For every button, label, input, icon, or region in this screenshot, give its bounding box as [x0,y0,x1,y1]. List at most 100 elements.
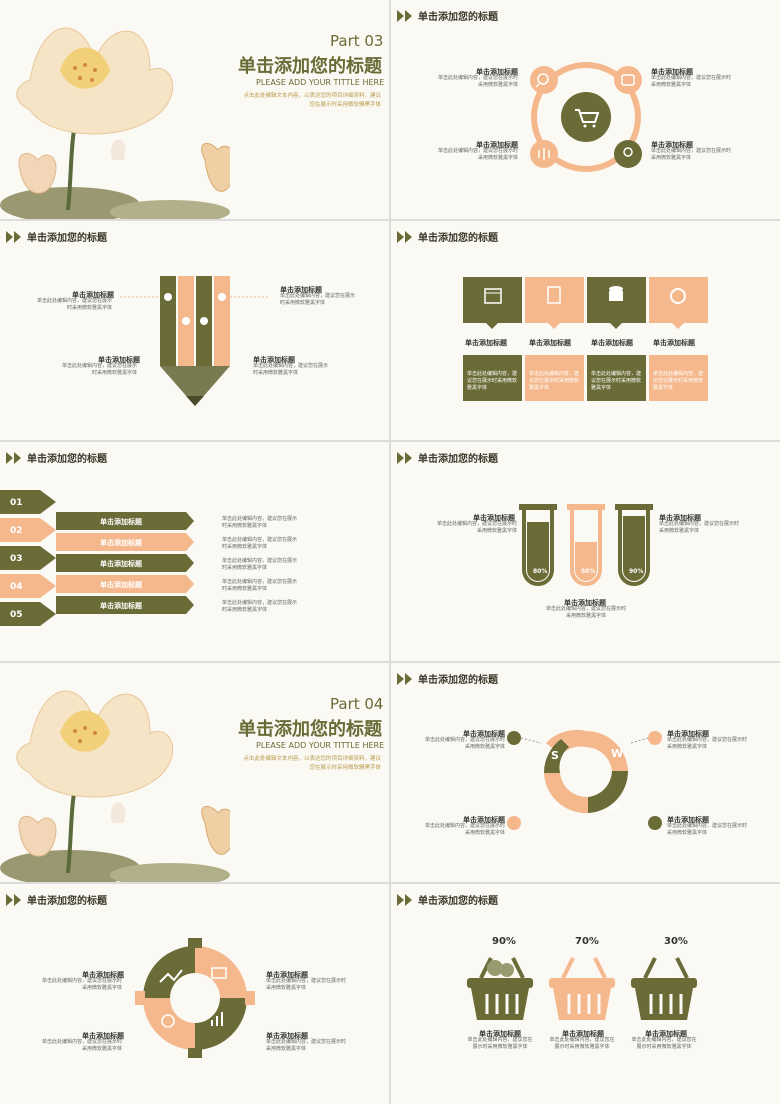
list-bars [0,490,194,626]
list-text-2: 单击此处编辑内容，建议您在展示时采用微软雅黑字体 [222,537,298,550]
text-4: 单击此处编辑内容，建议您在展示时采用微软雅黑字体 [253,363,329,376]
text-bl: 单击此处编辑内容，建议您在展示时采用微软雅黑字体 [437,148,518,161]
gear-label-bl: 单击添加标题 [82,1032,124,1040]
list-text-4: 单击此处编辑内容，建议您在展示时采用微软雅黑字体 [222,579,298,592]
text-1: 单击此处编辑内容，建议您在展示时采用微软雅黑字体 [36,298,112,311]
slide-part-03[interactable]: Part 03 单击添加您的标题 PLEASE ADD YOUR TITTLE … [0,0,389,219]
gear-text-tr: 单击此处编辑内容，建议您在展示时采用微软雅黑字体 [266,978,347,991]
gear-label-tl: 单击添加标题 [82,971,124,979]
slide-numbered-list[interactable]: 单击添加您的标题 01 02 03 04 05 单击添加标题 单击添加标题 单击… [0,442,389,661]
list-num-3: 03 [10,554,23,564]
part-desc-1: 点击此处编辑文本内容，以表达您的项目详细资料，建议 [243,756,381,762]
text-br: 单击此处编辑内容，建议您在展示时采用微软雅黑字体 [651,148,732,161]
slide-header: 单击添加您的标题 [6,450,107,465]
box-text-4: 单击此处编辑内容，建议您在展示时采用微软雅黑字体 [653,371,704,391]
gear-label-tr: 单击添加标题 [266,971,308,979]
swot-text-tr: 单击此处编辑内容，建议您在展示时采用微软雅黑字体 [667,737,748,750]
tube-value-2: 50% [581,568,596,575]
slide-header: 单击添加您的标题 [6,229,107,244]
slide-cart-cycle[interactable]: 单击添加您的标题 单击添加标题 单击此处编辑内容，建议您在展示时采用微软雅黑字体… [391,0,780,219]
basket-value-1: 90% [492,936,516,947]
box-label-3: 单击添加标题 [591,339,633,347]
slide-four-boxes[interactable]: 单击添加您的标题 单击添加标题 单击添加标题 单击添加标题 单击添加标题 单击此… [391,221,780,440]
chevron-icon [397,9,412,22]
tube-text-bottom: 单击此处编辑内容，建议您在展示时采用微软雅黑字体 [546,606,627,619]
header-title: 单击添加您的标题 [418,896,498,907]
list-label-3: 单击添加标题 [100,560,142,568]
slide-baskets[interactable]: 单击添加您的标题 90% 70% 30% 单击添加标题 单击此处编辑内容，建议您… [391,884,780,1104]
swot-letter-o: O [611,801,621,814]
label-4: 单击添加标题 [253,356,295,364]
cycle-diagram [530,62,642,172]
swot-text-tl: 单击此处编辑内容，建议您在展示时采用微软雅黑字体 [425,737,506,750]
part-title: 单击添加您的标题 [238,719,382,740]
chevron-icon [397,451,412,464]
label-br: 单击添加标题 [651,141,693,149]
part-title: 单击添加您的标题 [238,56,382,77]
list-text-5: 单击此处编辑内容，建议您在展示时采用微软雅黑字体 [222,600,298,613]
list-num-2: 02 [10,526,23,536]
basket-label-2: 单击添加标题 [562,1030,604,1038]
basket-value-2: 70% [575,936,599,947]
tube-label-bottom: 单击添加标题 [564,599,606,607]
part-number: Part 03 [330,32,384,50]
slide-gear[interactable]: 单击添加您的标题 单击添加标题 单击此处编辑内容，建议您在展示时采用微软雅黑字体… [0,884,389,1104]
chevron-icon [397,672,412,685]
part-desc-2: 您在展示时采用微软雅黑字体 [309,765,381,771]
list-label-2: 单击添加标题 [100,539,142,547]
swot-letter-s: S [551,749,559,762]
gear-text-tl: 单击此处编辑内容，建议您在展示时采用微软雅黑字体 [41,978,122,991]
text-tr: 单击此处编辑内容，建议您在展示时采用微软雅黑字体 [651,75,732,88]
slide-part-04[interactable]: Part 04 单击添加您的标题 PLEASE ADD YOUR TITTLE … [0,663,389,882]
tube-label-left: 单击添加标题 [473,514,515,522]
slide-header: 单击添加您的标题 [397,450,498,465]
slide-header: 单击添加您的标题 [397,892,498,907]
slide-swot[interactable]: 单击添加您的标题 S W O T 单击添加标题 单击此处编辑内容，建议您在展示时… [391,663,780,882]
part-subtitle-en: PLEASE ADD YOUR TITTLE HERE [256,741,385,750]
header-title: 单击添加您的标题 [418,675,498,686]
box-text-1: 单击此处编辑内容，建议您在展示时采用微软雅黑字体 [467,371,518,391]
text-2: 单击此处编辑内容，建议您在展示时采用微软雅黑字体 [280,293,356,306]
tube-value-1: 80% [533,568,548,575]
chevron-icon [6,451,21,464]
swot-cycle [507,729,662,830]
chevron-icon [6,230,21,243]
list-text-1: 单击此处编辑内容，建议您在展示时采用微软雅黑字体 [222,516,298,529]
part-subtitle-en: PLEASE ADD YOUR TITTLE HERE [256,78,385,87]
gear-text-bl: 单击此处编辑内容，建议您在展示时采用微软雅黑字体 [41,1039,122,1052]
tube-chart [519,504,653,586]
slide-pencil[interactable]: 单击添加您的标题 单击添加标题 单击此处编辑内容，建议您在展示时采用微软雅黑字体… [0,221,389,440]
part-desc-2: 您在展示时采用微软雅黑字体 [309,102,381,108]
text-tl: 单击此处编辑内容，建议您在展示时采用微软雅黑字体 [437,75,518,88]
list-label-4: 单击添加标题 [100,581,142,589]
header-title: 单击添加您的标题 [418,454,498,465]
part-number: Part 04 [330,695,384,713]
basket-value-3: 30% [664,936,688,947]
slide-header: 单击添加您的标题 [6,892,107,907]
slide-header: 单击添加您的标题 [397,229,498,244]
tube-label-right: 单击添加标题 [659,514,701,522]
swot-label-br: 单击添加标题 [667,816,709,824]
swot-letter-t: T [551,801,559,814]
swot-text-bl: 单击此处编辑内容，建议您在展示时采用微软雅黑字体 [425,823,506,836]
swot-label-bl: 单击添加标题 [463,816,505,824]
header-title: 单击添加您的标题 [27,896,107,907]
basket-text-3: 单击此处编辑内容，建议您在展示时采用微软雅黑字体 [631,1037,697,1050]
slide-test-tubes[interactable]: 单击添加您的标题 80% 50% 90% 单击添加标题 单击此处编辑内容，建议您… [391,442,780,661]
slide-header: 单击添加您的标题 [397,671,498,686]
tube-value-3: 90% [629,568,644,575]
swot-text-br: 单击此处编辑内容，建议您在展示时采用微软雅黑字体 [667,823,748,836]
header-title: 单击添加您的标题 [27,233,107,244]
chevron-icon [6,893,21,906]
tube-text-right: 单击此处编辑内容，建议您在展示时采用微软雅黑字体 [659,521,740,534]
list-num-4: 04 [10,582,23,592]
basket-chart [467,957,697,1020]
tube-text-left: 单击此处编辑内容，建议您在展示时采用微软雅黑字体 [437,521,518,534]
box-text-2: 单击此处编辑内容，建议您在展示时采用微软雅黑字体 [529,371,580,391]
label-2: 单击添加标题 [280,286,322,294]
basket-label-3: 单击添加标题 [645,1030,687,1038]
box-label-1: 单击添加标题 [465,339,507,347]
label-1: 单击添加标题 [72,291,114,299]
label-3: 单击添加标题 [98,356,140,364]
